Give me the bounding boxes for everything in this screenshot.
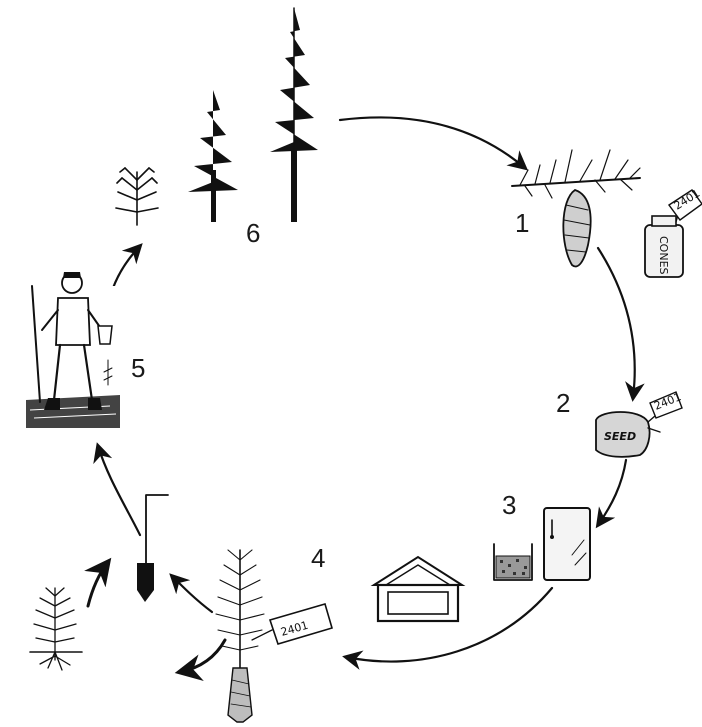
seed-tag-icon: 2401 bbox=[649, 390, 683, 419]
arrow-6-to-1 bbox=[338, 116, 529, 171]
cycle-arrows bbox=[84, 116, 645, 681]
tree-planter-illustration bbox=[26, 272, 120, 428]
planting-spade-illustration bbox=[137, 494, 169, 602]
stage-number-2: 2 bbox=[556, 388, 570, 418]
stage-numbers: 1 2 3 4 5 6 bbox=[131, 208, 570, 573]
cones-tag-icon: 2401 bbox=[667, 187, 702, 223]
stage-number-5: 5 bbox=[131, 353, 145, 383]
sapling-icon bbox=[115, 167, 159, 226]
medium-spruce-icon bbox=[188, 90, 238, 222]
pine-cone-icon bbox=[562, 189, 592, 268]
stage-number-1: 1 bbox=[515, 208, 529, 238]
seed-bag-label: SEED bbox=[604, 430, 636, 443]
arrow-4-to-spade bbox=[169, 573, 214, 614]
tall-spruce-icon bbox=[270, 7, 318, 222]
arrow-roots-to-spade bbox=[84, 557, 112, 608]
stage-number-3: 3 bbox=[502, 490, 516, 520]
seed-bag-illustration: SEED 2401 bbox=[595, 390, 683, 458]
cones-jar-illustration: CONES 2401 bbox=[644, 187, 702, 278]
greenhouse-illustration bbox=[370, 555, 466, 623]
growing-trees-illustration bbox=[115, 7, 318, 226]
cones-jar-label: CONES bbox=[657, 236, 670, 275]
plug-seedling-illustration bbox=[215, 549, 265, 723]
arrow-spade-to-5 bbox=[93, 442, 142, 537]
arrow-1-to-2 bbox=[596, 246, 645, 402]
seed-tray-illustration bbox=[493, 543, 533, 581]
branch-with-cone-illustration bbox=[511, 149, 641, 268]
stage-number-4: 4 bbox=[311, 543, 325, 573]
refrigerator-illustration bbox=[543, 507, 591, 581]
arrow-2-to-3 bbox=[595, 458, 628, 529]
arrow-4-to-roots bbox=[174, 638, 227, 681]
arrow-3-to-4 bbox=[342, 586, 554, 670]
stage-number-6: 6 bbox=[246, 218, 260, 248]
plug-seedling-tag-icon: 2401 bbox=[251, 603, 333, 645]
bare-root-seedling-illustration bbox=[29, 587, 83, 671]
